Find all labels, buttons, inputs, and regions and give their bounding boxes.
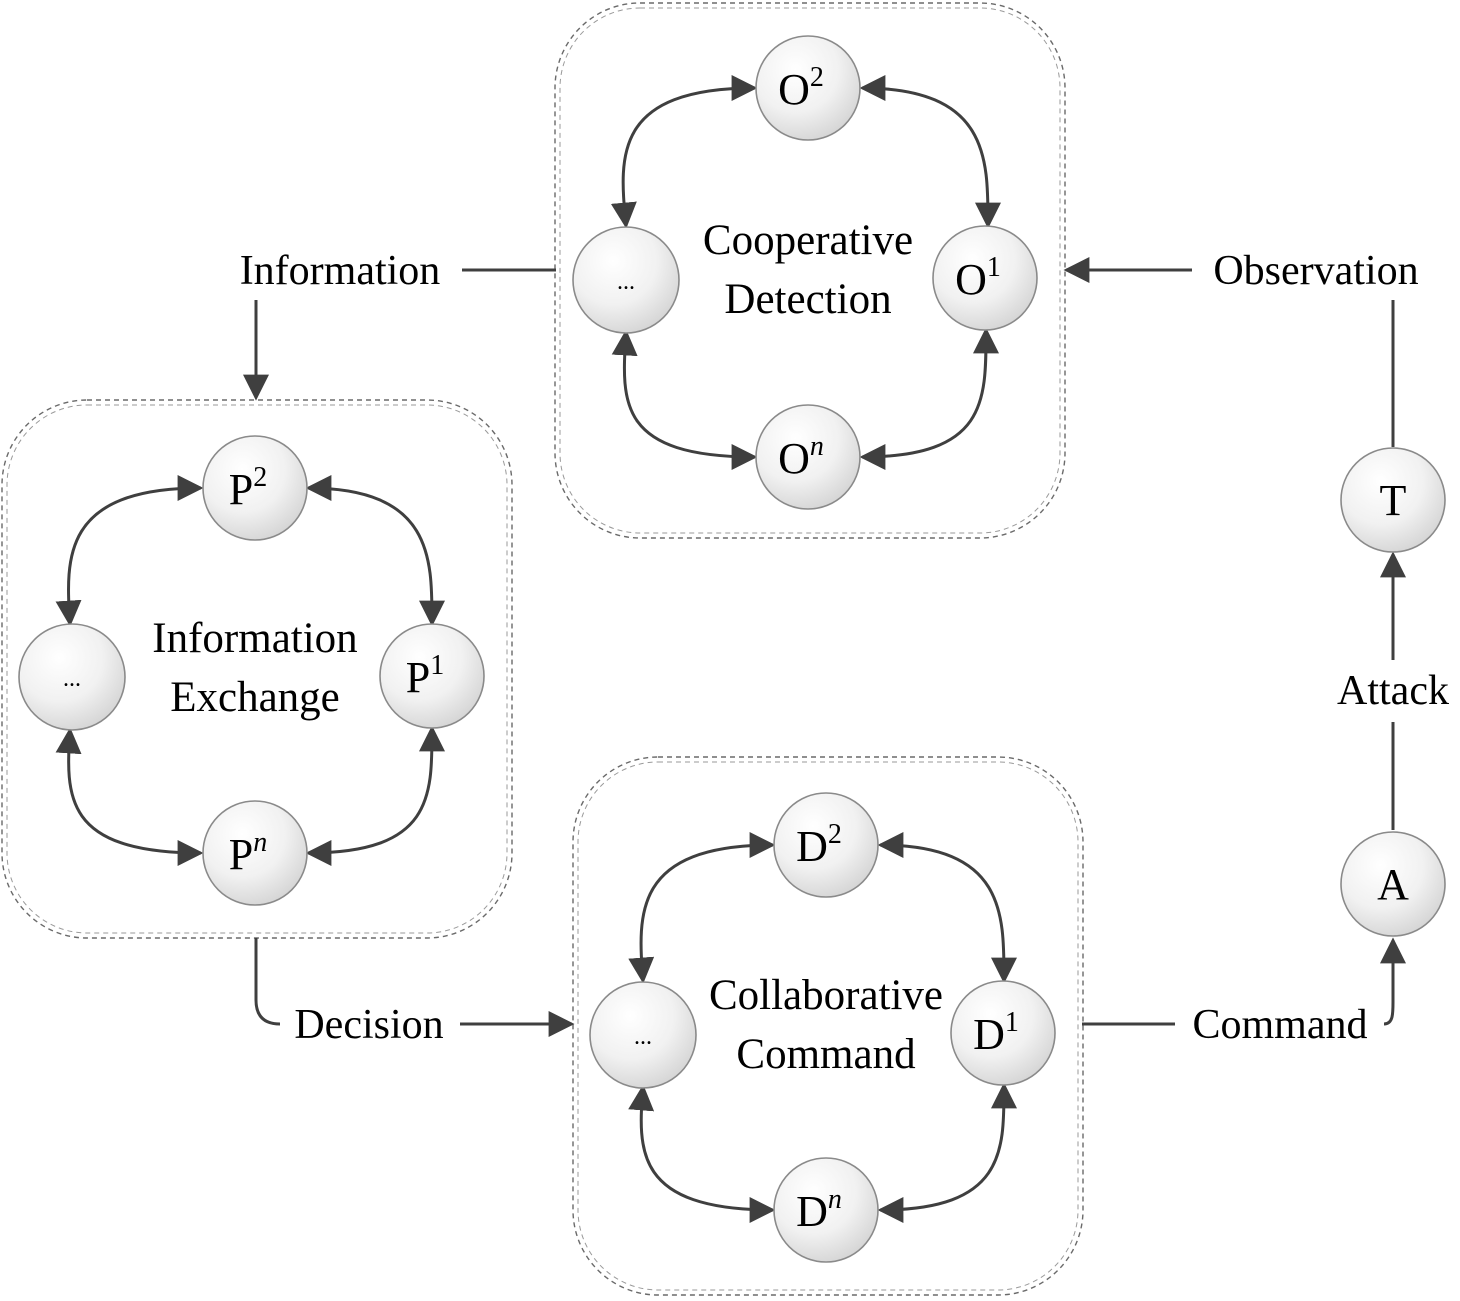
command-link-bottom-left [628, 1084, 776, 1223]
command-label: Command [1193, 1002, 1368, 1048]
node-dn-base: D [796, 1187, 828, 1236]
node-o1-base: O [955, 255, 987, 304]
exchange-title-line1: Information [152, 615, 357, 662]
command-ellipsis-text: ... [634, 1024, 652, 1050]
node-pn-sup: n [253, 827, 267, 858]
exchange-link-bottom-left [55, 727, 204, 866]
command-link-top-right [877, 832, 1018, 984]
command-link-bottom-right [877, 1082, 1018, 1223]
observation-label: Observation [1213, 248, 1418, 294]
detection-node-o2: O2 [755, 35, 861, 141]
detection-title-line1: Cooperative [703, 217, 913, 264]
command-node-d1: D1 [950, 980, 1056, 1086]
node-dn-sup: n [828, 1184, 842, 1215]
information-label: Information [240, 248, 441, 294]
detection-link-top-left [610, 75, 758, 229]
target-node: T [1340, 447, 1446, 553]
detection-title-line2: Detection [724, 276, 891, 323]
command-to-attacker-arrow [1380, 937, 1406, 1026]
node-d2-sup: 2 [828, 819, 842, 850]
detection-link-bottom-left [611, 329, 758, 470]
command-title-line2: Command [736, 1031, 915, 1078]
svg-text:O2: O2 [778, 62, 824, 114]
attack-label: Attack [1337, 668, 1449, 714]
detection-ellipsis-text: ... [617, 269, 635, 295]
detection-link-top-right [859, 75, 1002, 229]
detection-node-ellipsis: ... [572, 226, 680, 334]
node-p2-base: P [229, 465, 253, 514]
node-p1-sup: 1 [430, 650, 444, 681]
command-node-ellipsis: ... [589, 981, 697, 1089]
command-title-line1: Collaborative [709, 972, 943, 1019]
node-o2-sup: 2 [810, 62, 824, 93]
flow-links [243, 257, 1406, 1037]
exchange-title-line2: Exchange [170, 674, 340, 721]
node-d2-base: D [796, 822, 828, 871]
svg-text:Pn: Pn [229, 827, 267, 879]
exchange-node-pn: Pn [202, 800, 308, 906]
detection-node-o1: O1 [932, 225, 1038, 331]
svg-text:O1: O1 [955, 252, 1001, 304]
node-d1-base: D [973, 1010, 1005, 1059]
node-p1-base: P [406, 653, 430, 702]
svg-text:D1: D1 [973, 1007, 1019, 1059]
node-on-sup: n [810, 431, 824, 462]
node-o1-sup: 1 [987, 252, 1001, 283]
exchange-to-decision-line [254, 938, 281, 1026]
target-node-text: T [1380, 476, 1407, 525]
command-link-top-left [628, 832, 776, 984]
exchange-link-bottom-right [305, 725, 446, 866]
decision-label: Decision [294, 1002, 443, 1048]
node-p2-sup: 2 [253, 462, 267, 493]
command-node-dn: Dn [773, 1157, 879, 1263]
svg-text:P1: P1 [406, 650, 444, 702]
node-o2-base: O [778, 65, 810, 114]
detection-links [610, 75, 1002, 470]
node-d1-sup: 1 [1005, 1007, 1019, 1038]
svg-text:Dn: Dn [796, 1184, 842, 1236]
svg-text:D2: D2 [796, 819, 842, 871]
exchange-node-ellipsis: ... [18, 623, 126, 731]
exchange-node-p1: P1 [379, 623, 485, 729]
exchange-node-p2: P2 [202, 435, 308, 541]
exchange-links [55, 475, 446, 866]
svg-text:On: On [778, 431, 824, 483]
attacker-node: A [1340, 831, 1446, 937]
node-pn-base: P [229, 830, 253, 879]
exchange-link-top-left [55, 475, 204, 627]
detection-link-bottom-right [859, 327, 1000, 470]
svg-text:P2: P2 [229, 462, 267, 514]
exchange-link-top-right [305, 475, 446, 627]
command-links [628, 832, 1018, 1223]
node-on-base: O [778, 434, 810, 483]
attacker-node-text: A [1377, 860, 1409, 909]
command-node-d2: D2 [773, 792, 879, 898]
detection-node-on: On [755, 404, 861, 510]
exchange-ellipsis-text: ... [63, 666, 81, 692]
